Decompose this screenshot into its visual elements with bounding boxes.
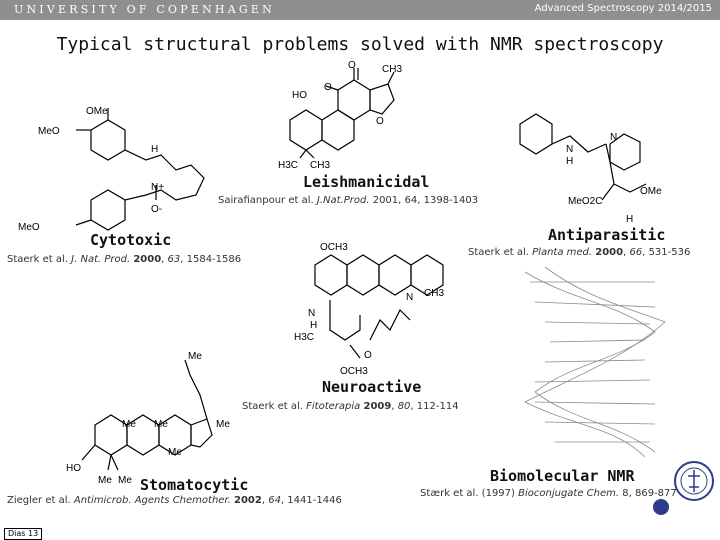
atom-label: Me	[168, 447, 182, 458]
label-antiparasitic: Antiparasitic	[548, 226, 666, 244]
dna-helix-image	[524, 266, 666, 458]
atom-label: O-	[151, 204, 162, 215]
university-name: UNIVERSITY OF COPENHAGEN	[14, 3, 275, 16]
atom-label: MeO	[38, 126, 60, 137]
ref-cytotoxic: Staerk et al. J. Nat. Prod. 2000, 63, 15…	[7, 254, 242, 265]
atom-label: OMe	[640, 186, 662, 197]
header-bar: UNIVERSITY OF COPENHAGEN Advanced Spectr…	[0, 0, 720, 20]
atom-label: OMe	[86, 106, 108, 117]
atom-label: H	[310, 320, 317, 331]
atom-label: N	[566, 144, 573, 155]
label-neuroactive: Neuroactive	[322, 378, 422, 396]
atom-label: MeO	[18, 222, 40, 233]
atom-label: OCH3	[340, 366, 368, 377]
atom-label: H	[151, 144, 158, 155]
atom-label: O	[376, 116, 384, 127]
atom-label: O	[348, 60, 356, 71]
stomatocytic-structure: Me Me Me Me Me HO Me Me	[66, 351, 230, 486]
atom-label: N	[406, 292, 413, 303]
atom-label: H3C	[278, 160, 298, 171]
atom-label: H	[566, 156, 573, 167]
atom-label: Me	[122, 419, 136, 430]
atom-label: OCH3	[320, 242, 348, 253]
ref-leishmanicidal: Sairafianpour et al. J.Nat.Prod. 2001, 6…	[218, 195, 479, 206]
ref-stomatocytic: Ziegler et al. Antimicrob. Agents Chemot…	[7, 495, 342, 506]
atom-label: N+	[151, 182, 164, 193]
atom-label: O	[324, 82, 332, 93]
label-leishmanicidal: Leishmanicidal	[303, 173, 430, 191]
atom-label: O	[364, 350, 372, 361]
label-biomolecular: Biomolecular NMR	[490, 467, 635, 485]
neuroactive-structure: OCH3 N CH3 N H H3C OCH3 O	[294, 242, 444, 377]
atom-label: Me	[216, 419, 230, 430]
atom-label: CH3	[310, 160, 330, 171]
atom-label: N	[610, 132, 617, 143]
atom-label: HO	[66, 463, 81, 474]
atom-label: H	[626, 214, 633, 225]
label-stomatocytic: Stomatocytic	[140, 476, 249, 494]
label-cytotoxic: Cytotoxic	[90, 231, 172, 249]
atom-label: N	[308, 308, 315, 319]
atom-label: MeO2C	[568, 196, 602, 207]
atom-label: Me	[118, 475, 132, 486]
course-title: Advanced Spectroscopy 2014/2015	[534, 3, 712, 14]
ref-biomolecular: Stærk et al. (1997) Bioconjugate Chem. 8…	[420, 488, 677, 499]
atom-label: H3C	[294, 332, 314, 343]
slide-number: Dias 13	[4, 528, 43, 540]
antiparasitic-structure: N N H OMe MeO2C H	[519, 113, 662, 225]
atom-label: Me	[154, 419, 168, 430]
ref-antiparasitic: Staerk et al. Planta med. 2000, 66, 531-…	[468, 247, 691, 258]
ref-neuroactive: Staerk et al. Fitoterapia 2009, 80, 112-…	[242, 401, 459, 412]
page-title: Typical structural problems solved with …	[56, 34, 664, 55]
atom-label: CH3	[424, 288, 444, 299]
atom-label: HO	[292, 90, 307, 101]
cytotoxic-structure: OMe MeO H N+ O- MeO	[18, 106, 205, 233]
university-seal-icon	[674, 461, 714, 501]
leishmanicidal-structure: O CH3 HO O O H3C CH3	[278, 60, 402, 171]
atom-label: Me	[188, 351, 202, 362]
atom-label: Me	[98, 475, 112, 486]
atom-label: CH3	[382, 64, 402, 75]
circle-dot-icon	[653, 499, 669, 515]
